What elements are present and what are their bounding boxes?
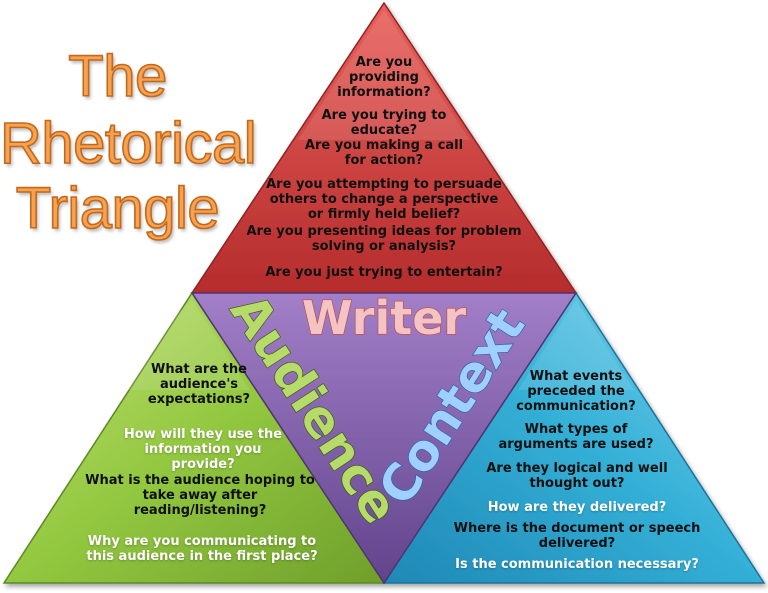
center-triangle <box>190 292 578 585</box>
writer-label: Writer <box>302 291 467 345</box>
audience-question-2: How will they use the information you pr… <box>123 427 283 472</box>
writer-question-1: Are you providing information? <box>337 55 431 100</box>
audience-question-1: What are the audience's expectations? <box>147 362 251 407</box>
context-question-6: Is the communication necessary? <box>455 557 699 572</box>
audience-gloss <box>96 300 250 390</box>
title-line-3: Triangle <box>15 176 220 241</box>
writer-question-3: Are you making a call for action? <box>304 138 464 168</box>
context-gloss <box>518 300 634 390</box>
writer-gloss <box>298 10 470 140</box>
context-question-2: What types of arguments are used? <box>498 422 654 452</box>
context-question-1: What events preceded the communication? <box>516 369 636 414</box>
context-question-4: How are they delivered? <box>487 500 667 515</box>
context-question-3: Are they logical and well thought out? <box>486 461 668 491</box>
audience-question-4: Why are you communicating to this audien… <box>86 534 318 564</box>
writer-question-2: Are you trying to educate? <box>321 108 447 138</box>
writer-question-5: Are you presenting ideas for problem sol… <box>246 224 522 254</box>
title-line-2: Rhetorical <box>0 111 257 176</box>
audience-question-3: What is the audience hoping to take away… <box>85 473 315 518</box>
title-line-1: The <box>67 44 168 109</box>
context-question-5: Where is the document or speech delivere… <box>453 521 701 551</box>
writer-question-4: Are you attempting to persuade others to… <box>266 177 502 222</box>
writer-question-6: Are you just trying to entertain? <box>265 265 503 280</box>
